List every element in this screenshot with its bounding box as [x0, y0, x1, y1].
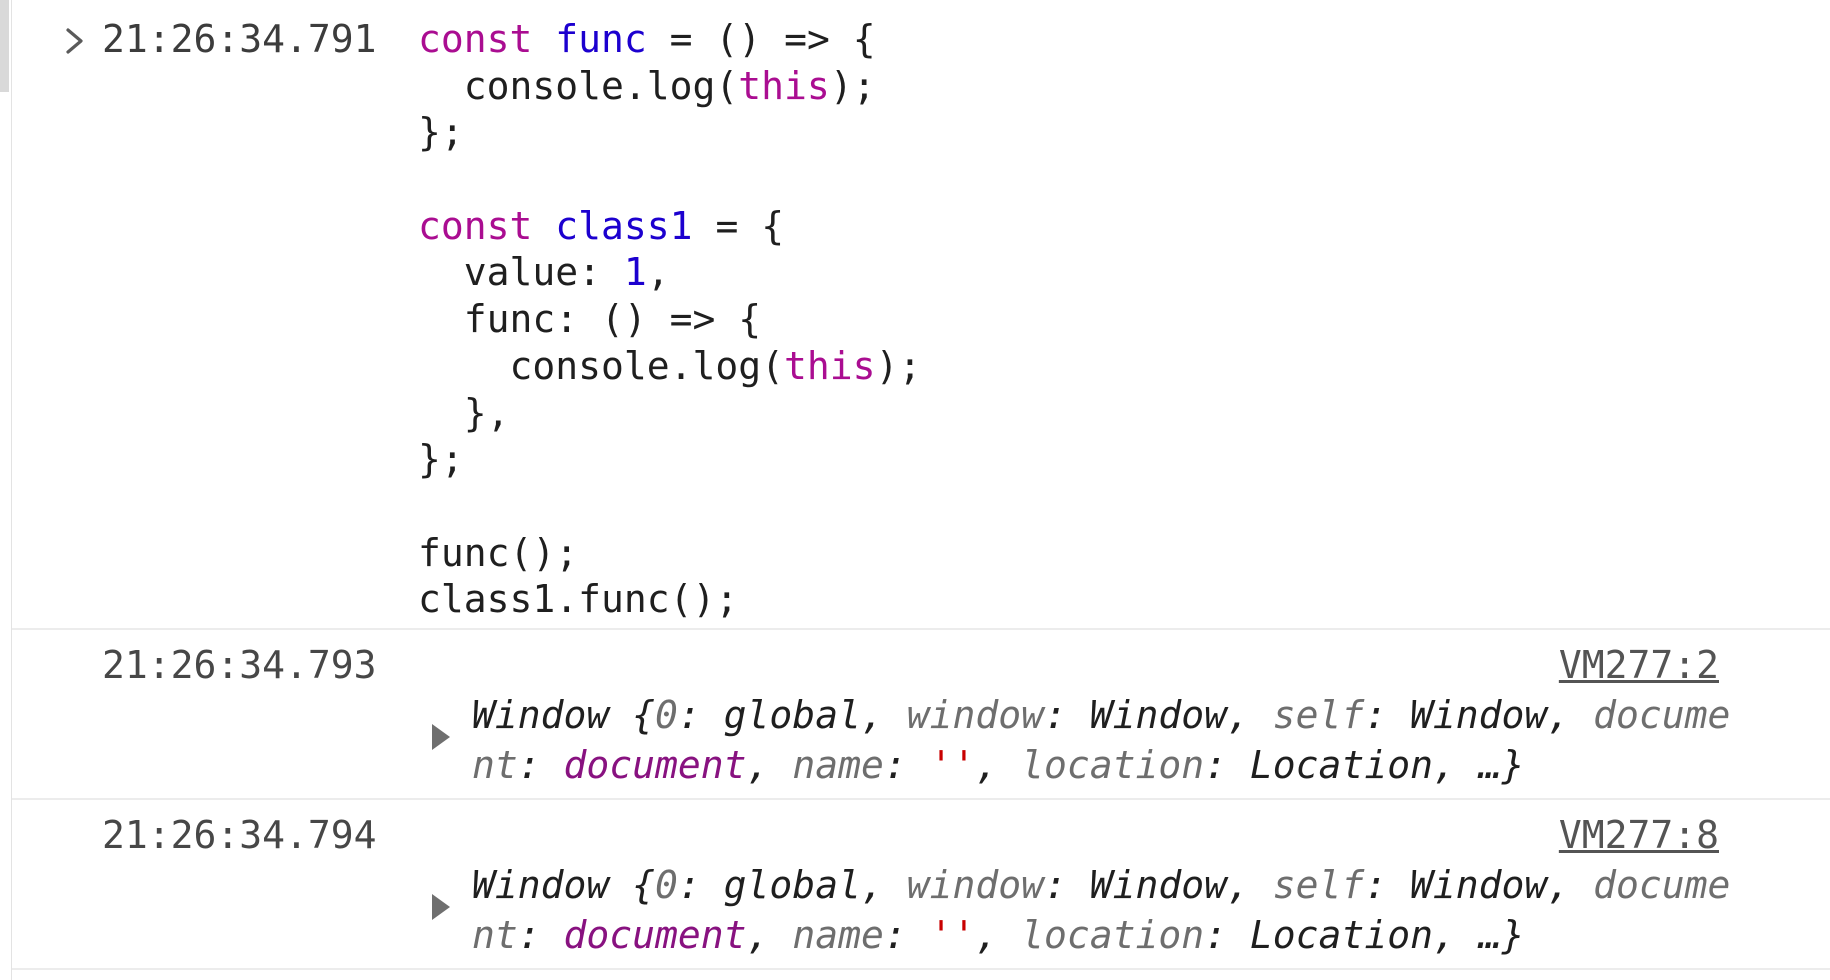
window-object-preview[interactable]: Window {0: global, window: Window, self:… [472, 690, 1752, 790]
object-token: '' [929, 913, 976, 957]
object-token: document [563, 743, 747, 787]
console-input-entry[interactable]: 21:26:34.791 const func = () => { consol… [12, 0, 1830, 630]
window-object-preview[interactable]: Window {0: global, window: Window, self:… [472, 860, 1752, 960]
source-link[interactable]: VM277:2 [1558, 643, 1719, 687]
scrollbar-thumb[interactable] [0, 0, 9, 92]
code-token: ); [829, 63, 876, 108]
code-token: = { [692, 203, 785, 248]
object-token: , [975, 913, 1022, 957]
code-token: value: [418, 250, 624, 295]
console-scroll-gutter [0, 0, 12, 980]
code-line: value: 1, [418, 249, 921, 296]
object-token: Window { [472, 693, 656, 737]
code-token: func [555, 17, 647, 61]
entry-timestamp: 21:26:34.794 [102, 813, 377, 857]
code-line: }; [418, 436, 921, 483]
code-line: console.log(this); [418, 63, 921, 110]
object-token: : [883, 743, 930, 787]
code-line: func(); [418, 530, 921, 577]
object-token: document [563, 913, 747, 957]
console-log-entry: 21:26:34.794 VM277:8 Window {0: global, … [12, 800, 1830, 970]
object-token: : [517, 743, 564, 787]
object-token: : Window, [1043, 863, 1273, 907]
object-token: : global, [677, 693, 907, 737]
object-token: self [1272, 863, 1365, 907]
code-line: const class1 = { [418, 203, 921, 250]
object-token: name [792, 913, 884, 957]
object-token: : Location, …} [1204, 743, 1525, 787]
object-token: : global, [677, 863, 907, 907]
object-token: , [746, 913, 793, 957]
object-token: : Window, [1364, 863, 1594, 907]
object-token: : Location, …} [1204, 913, 1525, 957]
code-line: func: () => { [418, 296, 921, 343]
object-token: : Window, [1364, 693, 1594, 737]
object-token: Window { [472, 863, 656, 907]
object-token: location [1021, 743, 1205, 787]
code-token: const [418, 17, 533, 61]
code-token: }, [418, 390, 510, 435]
code-token: console.log( [418, 343, 785, 388]
code-token [532, 17, 555, 61]
code-line: }; [418, 109, 921, 156]
code-line [418, 156, 921, 203]
source-link[interactable]: VM277:8 [1558, 813, 1719, 857]
object-token: document [472, 863, 1731, 957]
object-token: window [906, 863, 1044, 907]
object-token: : Window, [1043, 693, 1273, 737]
chevron-right-icon [66, 28, 83, 54]
code-token: this [738, 63, 830, 108]
object-token: , [975, 743, 1022, 787]
code-line: }, [418, 390, 921, 437]
code-token: class1.func(); [418, 577, 739, 622]
triangle-right-icon[interactable] [430, 892, 452, 922]
object-token: location [1021, 913, 1205, 957]
code-token: const [418, 203, 533, 248]
object-token: : [517, 913, 564, 957]
code-token: class1 [555, 203, 693, 248]
code-token: this [784, 343, 876, 388]
code-token: , [646, 250, 670, 295]
object-token: , [746, 743, 793, 787]
code-line: const func = () => { [418, 16, 921, 63]
code-token: func(); [418, 530, 579, 575]
code-token: ); [875, 343, 922, 388]
code-token: console.log( [418, 63, 739, 108]
object-token: self [1272, 693, 1365, 737]
code-token: }; [418, 437, 464, 482]
console-log-entry: 21:26:34.793 VM277:2 Window {0: global, … [12, 630, 1830, 800]
code-line [418, 483, 921, 530]
code-token: 1 [623, 250, 647, 295]
object-token: name [792, 743, 884, 787]
code-line: console.log(this); [418, 343, 922, 390]
object-token: window [906, 693, 1044, 737]
object-token: : [883, 913, 930, 957]
object-token: document [472, 693, 1731, 787]
code-line: class1.func(); [418, 576, 921, 623]
object-token: '' [929, 743, 976, 787]
code-token: = () => { [646, 17, 876, 61]
code-token [532, 204, 555, 248]
triangle-right-icon[interactable] [430, 722, 452, 752]
code-block[interactable]: const func = () => { console.log(this);}… [418, 16, 921, 623]
code-token: func: () => { [418, 297, 762, 342]
object-token: 0 [655, 693, 678, 737]
entry-timestamp: 21:26:34.793 [102, 643, 377, 687]
entry-timestamp: 21:26:34.791 [102, 17, 377, 61]
code-token: }; [418, 110, 464, 155]
object-token: 0 [655, 863, 678, 907]
